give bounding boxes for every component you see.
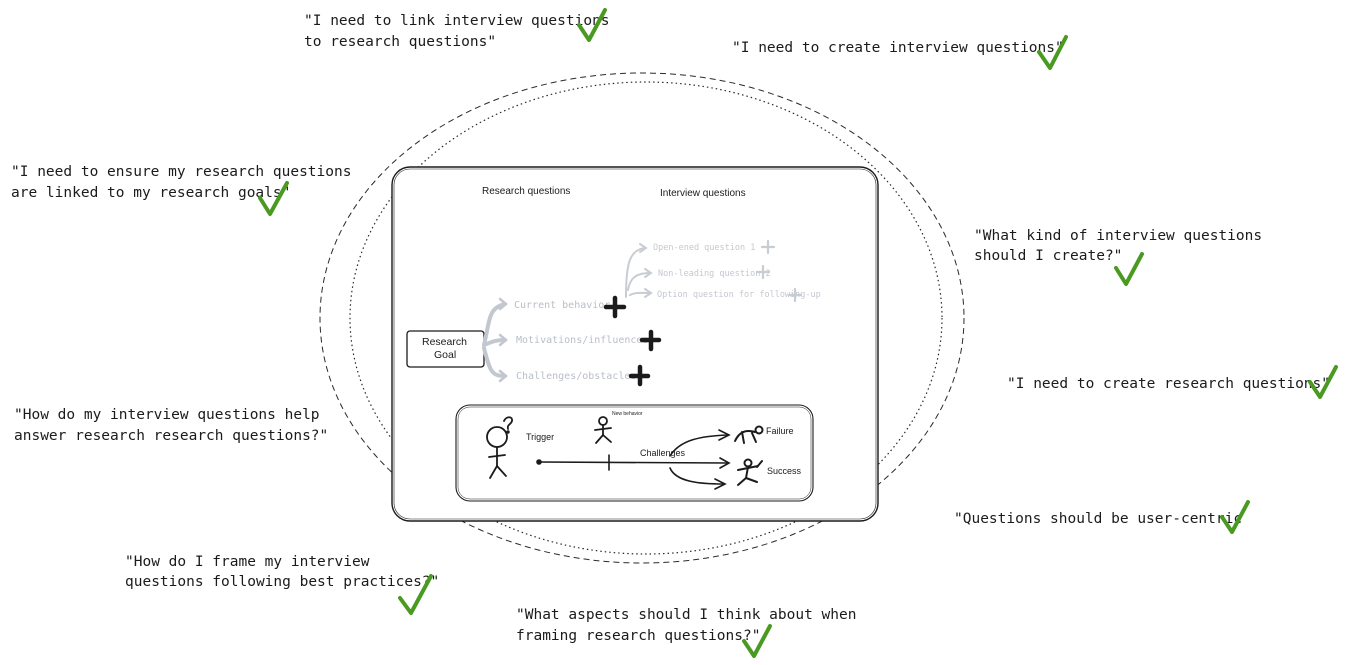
- research-goal: Research Goal: [406, 330, 485, 368]
- checkmark-icon: [1037, 35, 1068, 70]
- outer-dotted-circle: [349, 81, 943, 555]
- checkmark-icon: [742, 624, 772, 658]
- goal-branch-arrowheads: [498, 297, 508, 383]
- quote-how-help-answer-line-1: "How do my interview questions help: [14, 407, 320, 423]
- research-questions-header: Research questions: [482, 186, 570, 197]
- quote-what-kind-interview-line-2: should I create?": [974, 248, 1122, 264]
- checkmark-icon: [1114, 252, 1144, 286]
- failure-person-icon: [734, 425, 764, 444]
- quote-what-aspects-line-2: framing research questions?": [516, 628, 760, 644]
- quote-user-centric: "Questions should be user-centric: [954, 500, 1250, 534]
- quote-how-help-answer-line-2: answer research research questions?": [14, 428, 328, 444]
- quote-create-research-line-1: "I need to create research questions": [1007, 376, 1330, 392]
- iq-option-follow-up: Option question for following-up: [657, 290, 821, 300]
- quote-create-research: "I need to create research questions": [1007, 365, 1338, 399]
- quote-create-interview: "I need to create interview questions": [732, 35, 1068, 70]
- quote-best-practices: "How do I frame my interview questions f…: [125, 554, 439, 615]
- journey-panel-sketch-line: [457, 406, 812, 500]
- quote-best-practices-line-2: questions following best practices?": [125, 574, 439, 590]
- checkmark-icon: [577, 8, 607, 42]
- rq-motivations: Motivations/influences: [516, 335, 648, 346]
- checkmark-icon: [1220, 500, 1250, 534]
- add-iq-plus-icon-2[interactable]: [755, 264, 771, 280]
- iq-branch-arrowheads: [639, 243, 653, 298]
- rq-challenges: Challenges/obstacles: [516, 371, 636, 382]
- new-behavior-label: New behavior: [612, 411, 643, 417]
- add-rq-plus-icon-2[interactable]: [639, 329, 662, 352]
- new-behavior-person-icon: [594, 416, 612, 444]
- outcome-arrows: [669, 429, 731, 490]
- add-rq-plus-icon-1[interactable]: [603, 295, 627, 319]
- add-iq-plus-icon-1[interactable]: [760, 239, 776, 255]
- quote-what-aspects: "What aspects should I think about when …: [516, 607, 856, 658]
- success-person-icon: [737, 458, 763, 486]
- checkmark-icon: [398, 574, 433, 615]
- journey-panel: [455, 404, 814, 502]
- challenges-label: Challenges: [640, 448, 686, 458]
- journey-timeline: [536, 454, 731, 471]
- trigger-label: Trigger: [526, 432, 554, 442]
- confused-person-icon: [486, 416, 513, 479]
- iq-open-ended: Open-ened question 1: [653, 243, 755, 253]
- quote-what-aspects-line-1: "What aspects should I think about when: [516, 607, 856, 623]
- quote-ensure-linked-goals-line-2: are linked to my research goals": [11, 185, 290, 201]
- quote-link-interview-research-line-1: "I need to link interview questions: [304, 13, 610, 29]
- quote-link-interview-research-line-2: to research questions": [304, 34, 496, 50]
- research-goal-label-1: Research: [422, 336, 467, 348]
- checkmark-icon: [258, 181, 289, 216]
- add-rq-plus-icon-3[interactable]: [628, 364, 651, 387]
- checkmark-icon: [1308, 365, 1338, 399]
- quote-best-practices-line-1: "How do I frame my interview: [125, 554, 370, 570]
- outer-dashed-circle: [319, 72, 965, 564]
- research-goal-label-2: Goal: [434, 349, 456, 361]
- quote-link-interview-research: "I need to link interview questions to r…: [304, 8, 610, 50]
- add-iq-plus-icon-3[interactable]: [787, 287, 803, 303]
- rq-current-behavior: Current behavior: [514, 300, 610, 311]
- quote-user-centric-line-1: "Questions should be user-centric: [954, 511, 1242, 527]
- quote-create-interview-line-1: "I need to create interview questions": [732, 40, 1064, 56]
- goal-branches: [482, 302, 507, 378]
- iq-branches: [625, 247, 651, 298]
- quote-ensure-linked-goals-line-1: "I need to ensure my research questions: [11, 164, 351, 180]
- quote-how-help-answer: "How do my interview questions help answ…: [14, 407, 328, 444]
- failure-label: Failure: [766, 426, 794, 436]
- iq-non-leading: Non-leading question 2: [658, 269, 771, 279]
- quote-ensure-linked-goals: "I need to ensure my research questions …: [11, 164, 351, 216]
- interview-questions-header: Interview questions: [660, 188, 746, 199]
- main-board-sketch-line: [393, 168, 877, 520]
- success-label: Success: [767, 466, 802, 476]
- quote-what-kind-interview: "What kind of interview questions should…: [974, 228, 1262, 286]
- quote-what-kind-interview-line-1: "What kind of interview questions: [974, 228, 1262, 244]
